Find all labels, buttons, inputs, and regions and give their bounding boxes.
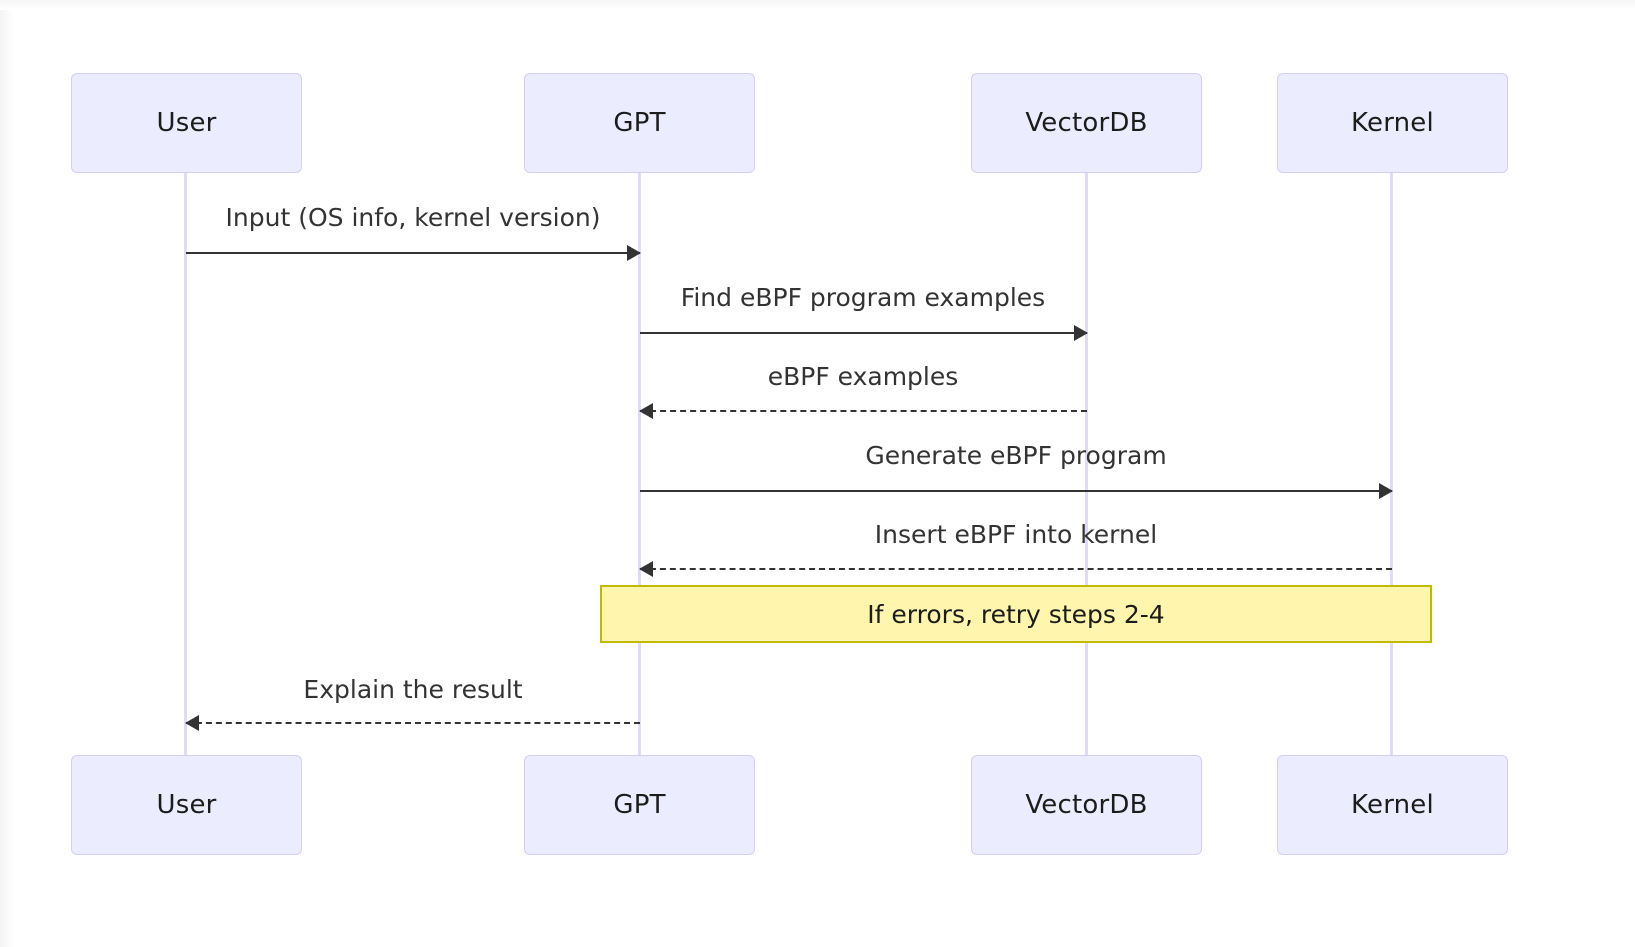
participant-box-vectordb-bottom[interactable]: VectorDB	[971, 755, 1202, 855]
lifeline-vectordb	[1085, 173, 1088, 756]
participant-box-user-bottom[interactable]: User	[71, 755, 302, 855]
message-line-4	[640, 490, 1392, 492]
page-edge-shade-top	[0, 0, 1635, 10]
message-label-5: Insert eBPF into kernel	[874, 520, 1158, 549]
lifeline-user	[184, 173, 187, 756]
message-line-1	[186, 252, 640, 254]
message-label-2: Find eBPF program examples	[680, 283, 1046, 312]
participant-box-kernel-bottom[interactable]: Kernel	[1277, 755, 1508, 855]
page-edge-shade-left	[0, 0, 14, 947]
participant-box-kernel-top[interactable]: Kernel	[1277, 73, 1508, 173]
message-label-4: Generate eBPF program	[865, 441, 1167, 470]
arrowhead-right-4	[1379, 483, 1393, 499]
arrowhead-left-3	[639, 403, 653, 419]
arrowhead-right-2	[1074, 325, 1088, 341]
arrowhead-left-6	[185, 715, 199, 731]
message-line-5	[640, 568, 1392, 570]
note-retry-steps: If errors, retry steps 2-4	[600, 585, 1432, 643]
participant-box-vectordb-top[interactable]: VectorDB	[971, 73, 1202, 173]
lifeline-kernel	[1390, 173, 1393, 756]
lifeline-gpt	[638, 173, 641, 756]
message-label-6: Explain the result	[303, 675, 523, 704]
participant-box-gpt-bottom[interactable]: GPT	[524, 755, 755, 855]
participant-box-user-top[interactable]: User	[71, 73, 302, 173]
participant-box-gpt-top[interactable]: GPT	[524, 73, 755, 173]
message-line-2	[640, 332, 1087, 334]
arrowhead-right-1	[627, 245, 641, 261]
message-line-6	[186, 722, 640, 724]
message-label-3: eBPF examples	[767, 362, 959, 391]
arrowhead-left-5	[639, 561, 653, 577]
message-line-3	[640, 410, 1087, 412]
message-label-1: Input (OS info, kernel version)	[225, 203, 601, 232]
